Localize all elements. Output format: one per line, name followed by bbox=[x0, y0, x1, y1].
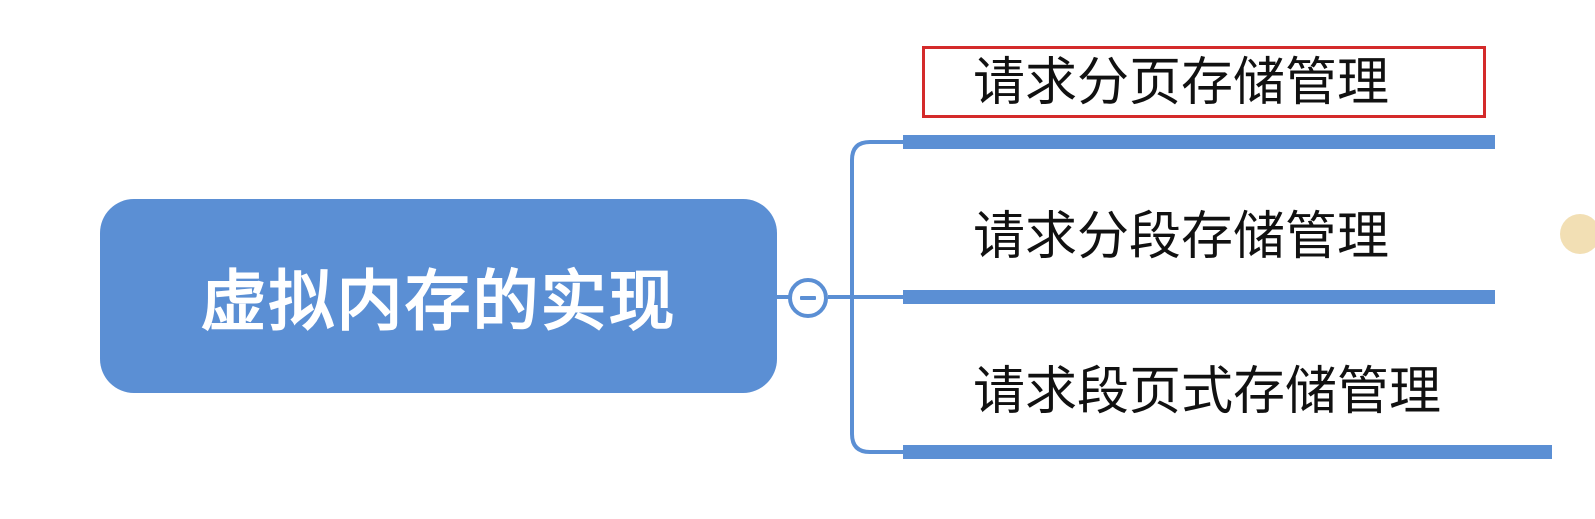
branch-node-demand-paging[interactable]: 请求分页存储管理 bbox=[973, 53, 1390, 113]
minus-icon bbox=[800, 296, 816, 300]
branch-node-demand-segment-paging[interactable]: 请求段页式存储管理 bbox=[973, 362, 1442, 422]
branch-underline-2 bbox=[903, 290, 1495, 304]
root-node-label: 虚拟内存的实现 bbox=[200, 263, 677, 340]
branch-node-demand-segmentation[interactable]: 请求分段存储管理 bbox=[973, 207, 1390, 267]
selected-node-highlight bbox=[922, 46, 1486, 118]
collapse-toggle-button[interactable] bbox=[788, 278, 828, 318]
branch-underline-1 bbox=[903, 135, 1495, 149]
offscreen-node-hint bbox=[1560, 214, 1595, 254]
root-node[interactable]: 虚拟内存的实现 bbox=[100, 199, 777, 393]
branch-underline-3 bbox=[903, 445, 1552, 459]
